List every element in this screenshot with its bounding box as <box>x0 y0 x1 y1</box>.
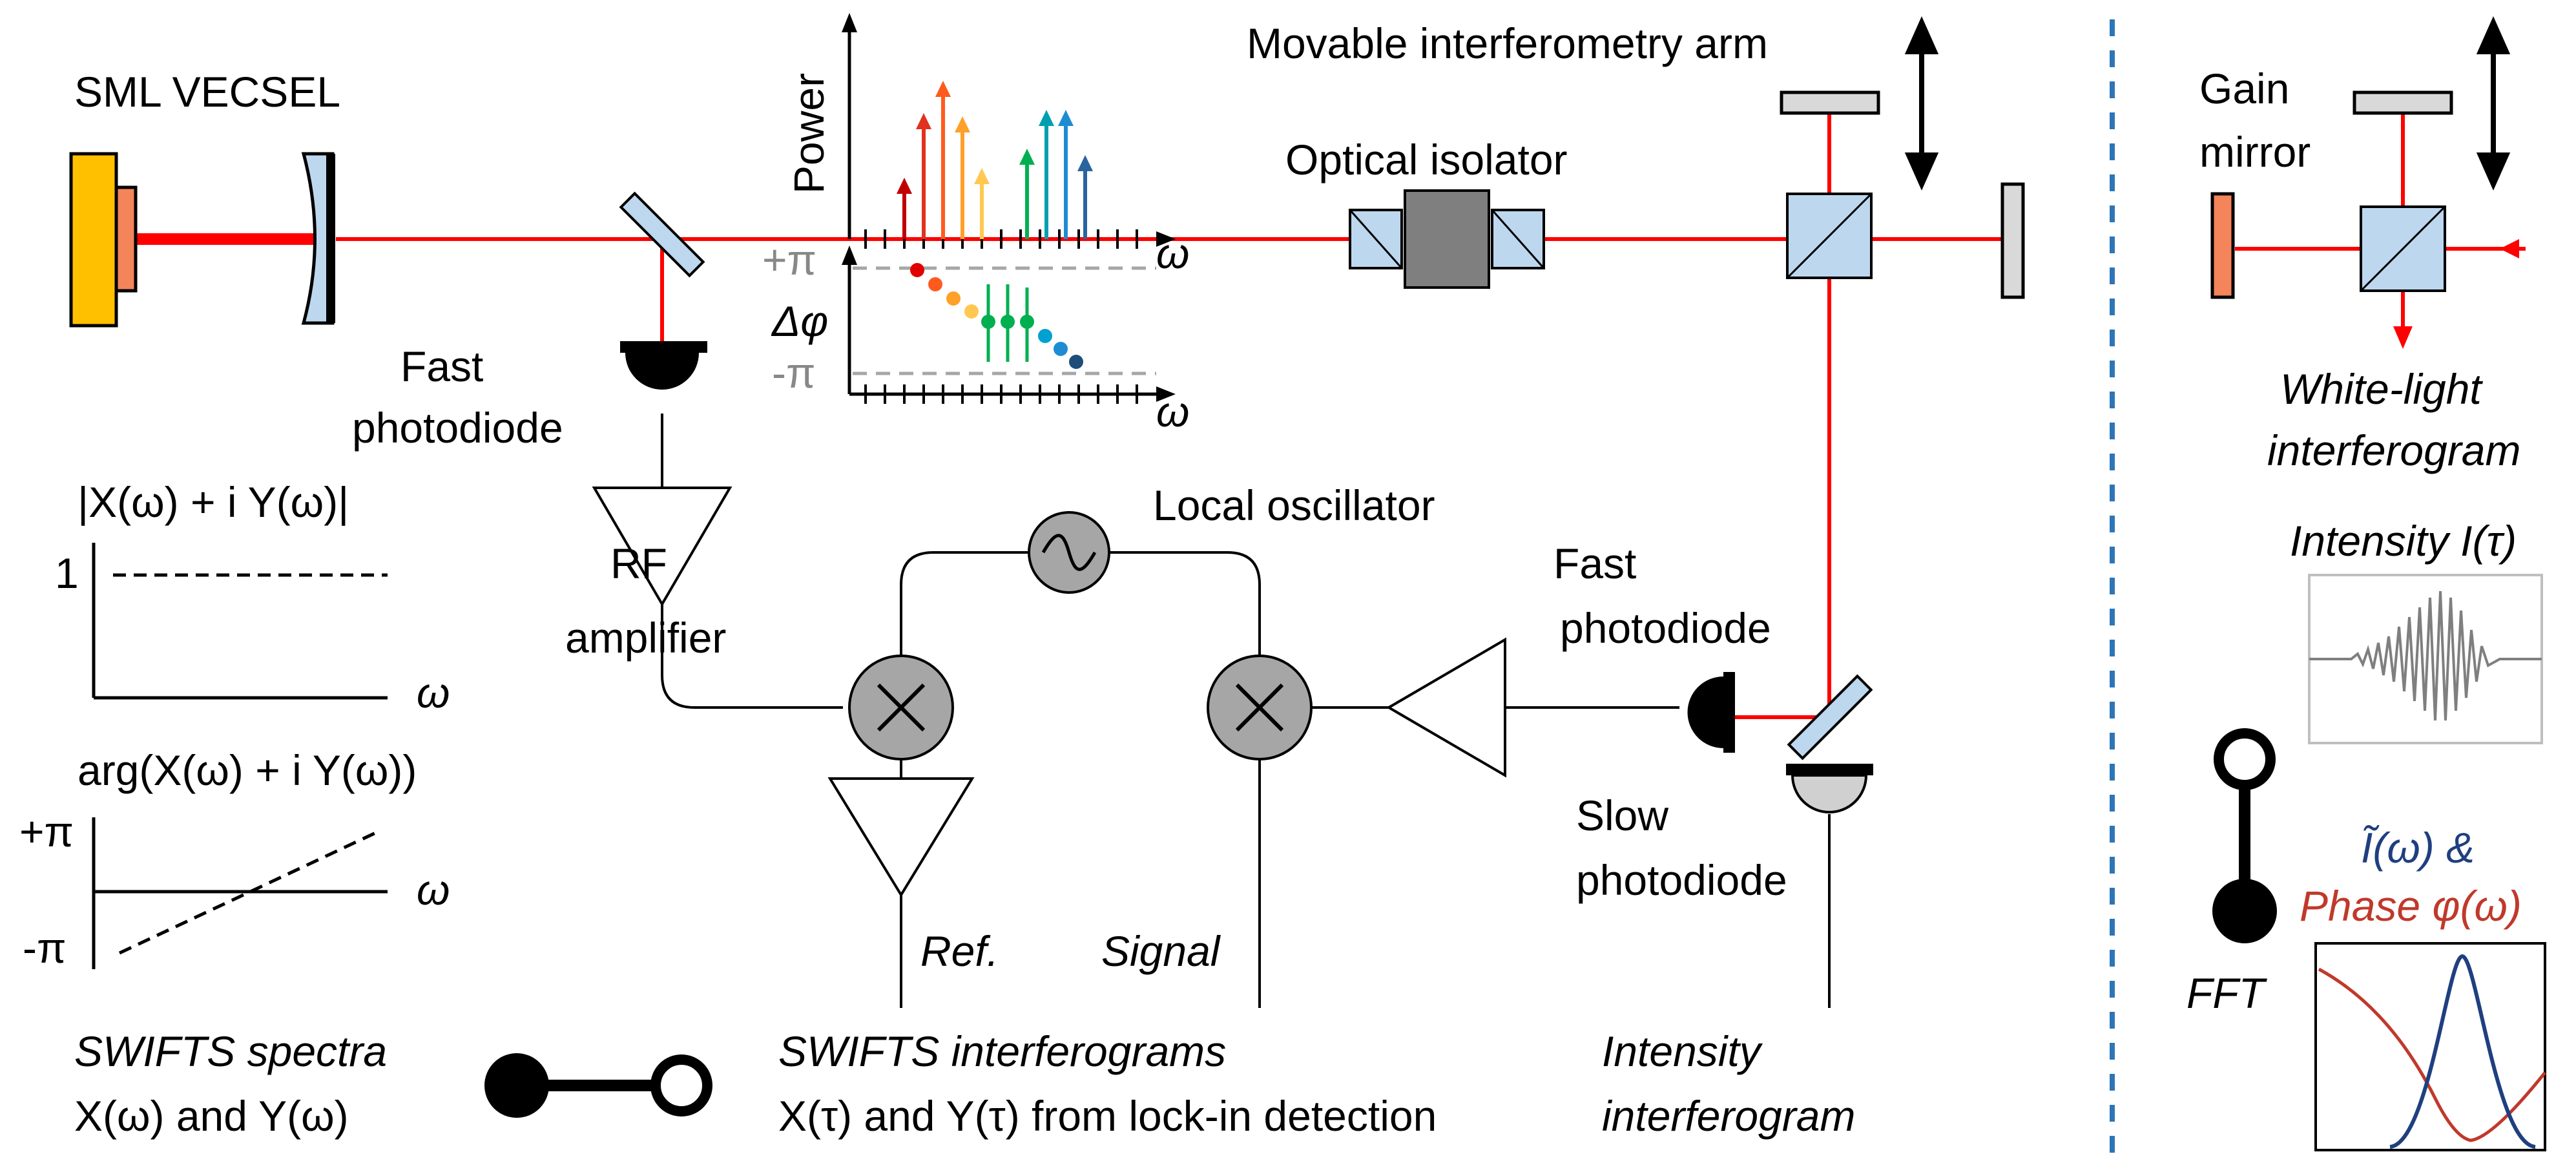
movable-arm-label: Movable interferometry arm <box>1247 19 1768 67</box>
plus-pi-inset: +π <box>762 236 816 284</box>
intensity-interferogram-label: Intensity <box>1602 1027 1763 1075</box>
local-oscillator <box>1028 511 1110 594</box>
ref-label: Ref. <box>920 927 999 975</box>
fast-photodiode-1 <box>620 341 707 390</box>
phase-plot-title: arg(X(ω) + i Y(ω)) <box>78 746 417 794</box>
swifts-spectra-sub: X(ω) and Y(ω) <box>74 1092 349 1140</box>
interferogram-trace <box>2309 591 2542 721</box>
phase-plot-minus-pi: -π <box>23 924 67 972</box>
rf-amplifier-label-2: amplifier <box>565 614 726 662</box>
wl-movable-mirror <box>2353 90 2453 115</box>
phase-plot-plus-pi: +π <box>19 808 74 855</box>
spectrum-phase-box <box>2314 942 2546 1151</box>
omega-label-bottom: ω <box>1156 388 1189 435</box>
slow-photodiode-label: Slow <box>1576 791 1668 839</box>
fast-photodiode-2-label: Fast <box>1553 540 1636 587</box>
gain-layer <box>114 185 138 293</box>
fft-dumbbell-vertical <box>2212 728 2277 943</box>
intensity-I-label: Intensity I(τ) <box>2290 517 2517 565</box>
mixer-signal <box>1207 655 1313 760</box>
amplitude-plot-xlabel: ω <box>417 669 450 717</box>
rf-amplifier <box>592 487 732 607</box>
sml-vecsel-label: SML VECSEL <box>74 68 340 116</box>
white-light-setup <box>2210 16 2526 349</box>
phase-plot-xlabel: ω <box>417 866 450 914</box>
slow-photodiode-label-2: photodiode <box>1576 856 1787 904</box>
rf-amplifier-label: RF <box>610 540 667 587</box>
phase-axis-ticks <box>864 384 1138 404</box>
interferometer-beamsplitter <box>1786 193 1873 279</box>
comb-lines <box>897 81 1093 239</box>
phase-plot: arg(X(ω) + i Y(ω)) +π -π ω <box>19 746 450 972</box>
movable-arm-arrow <box>1904 16 1939 191</box>
fft-dumbbell-horizontal <box>484 1053 712 1118</box>
output-coupler <box>301 152 335 325</box>
phase-dots <box>910 263 1083 369</box>
mixer-ref <box>848 655 954 760</box>
interferogram-box <box>2308 574 2543 744</box>
amplitude-plot-title: |X(ω) + i Y(ω)| <box>78 478 349 526</box>
amplitude-plot: |X(ω) + i Y(ω)| 1 ω <box>55 478 450 717</box>
signal-amplifier <box>1386 637 1506 778</box>
fixed-mirror <box>2000 182 2025 299</box>
swifts-interferograms-sub: X(τ) and Y(τ) from lock-in detection <box>778 1092 1437 1140</box>
pickoff-mirror <box>619 191 705 278</box>
power-axis-label: Power <box>785 73 833 194</box>
slow-photodiode <box>1786 764 1873 813</box>
local-oscillator-label: Local oscillator <box>1153 481 1435 529</box>
spectrum-inset: Power ω <box>762 13 1189 435</box>
fast-photodiode-2-label-2: photodiode <box>1560 604 1771 652</box>
spectrum-label: Ĩ(ω) & <box>2361 824 2475 872</box>
gain-mirror <box>2210 192 2235 299</box>
swifts-interferograms-label: SWIFTS interferograms <box>778 1027 1226 1075</box>
white-light-label-2: interferogram <box>2267 426 2521 474</box>
sml-vecsel <box>69 152 335 328</box>
phase-curve <box>2318 967 2546 1142</box>
gain-mirror-label-2: mirror <box>2199 128 2311 176</box>
fast-photodiode-2 <box>1687 672 1735 753</box>
fast-photodiode-label-2: photodiode <box>352 404 563 452</box>
minus-pi-inset: -π <box>772 349 816 397</box>
spectrum-curve <box>2389 954 2536 1149</box>
dphi-label: Δφ <box>771 297 828 345</box>
fft-label: FFT <box>2186 969 2268 1017</box>
fast-photodiode-label: Fast <box>400 342 483 390</box>
omega-label-top: ω <box>1156 229 1189 277</box>
white-light-label: White-light <box>2280 365 2483 413</box>
pickoff-mirror-2 <box>1787 674 1873 760</box>
optical-isolator <box>1349 189 1545 289</box>
movable-mirror <box>1780 90 1880 115</box>
rf-wiring <box>661 414 1831 1008</box>
gain-mirror-label: Gain <box>2199 65 2289 112</box>
gain-chip <box>69 152 118 328</box>
phase-label: Phase φ(ω) <box>2300 882 2522 930</box>
amplitude-plot-ytick: 1 <box>55 549 79 597</box>
swifts-spectra-label: SWIFTS spectra <box>74 1027 387 1075</box>
intensity-interferogram-label-2: interferogram <box>1602 1092 1856 1140</box>
signal-label: Signal <box>1101 927 1221 975</box>
ref-amplifier <box>827 777 975 897</box>
optical-isolator-label: Optical isolator <box>1285 136 1568 183</box>
